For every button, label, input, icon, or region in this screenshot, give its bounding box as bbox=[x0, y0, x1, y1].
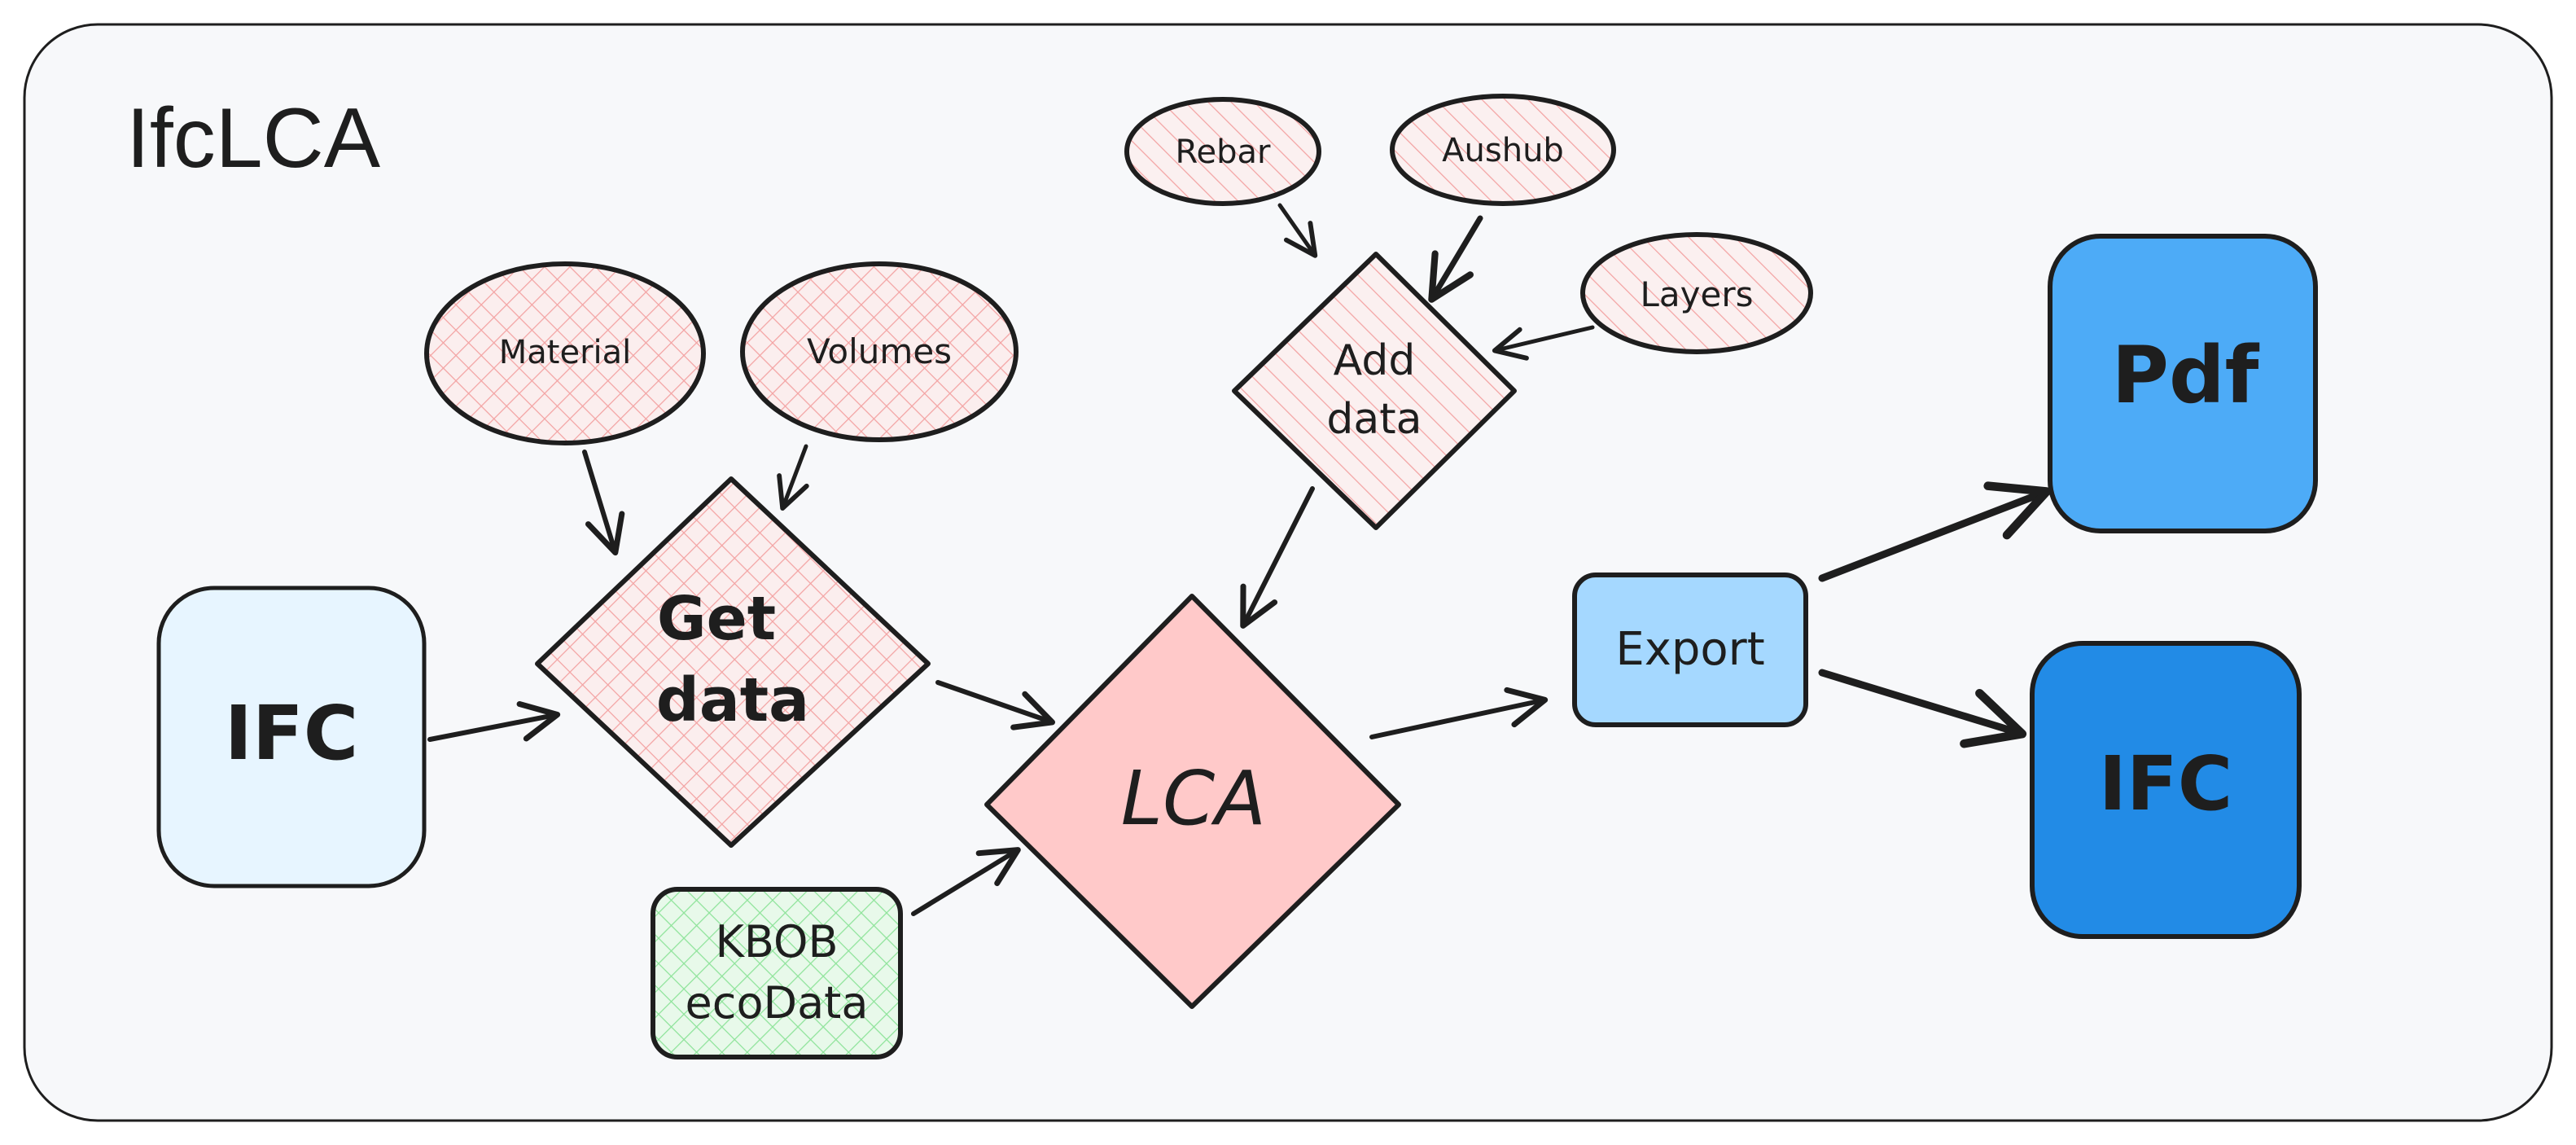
edge-kbob-to-lca bbox=[911, 847, 1021, 916]
node-ifc-output-label: IFC bbox=[2099, 740, 2233, 827]
edge-ifc-to-get-data bbox=[427, 701, 561, 742]
node-kbob: KBOB ecoData bbox=[651, 887, 903, 1059]
edges bbox=[427, 203, 2052, 916]
node-get-data: Get data bbox=[535, 476, 931, 848]
edge-aushub-to-add-data bbox=[1428, 215, 1483, 303]
edge-lca-to-export bbox=[1369, 687, 1549, 739]
node-rebar: Rebar bbox=[1124, 97, 1321, 206]
node-add-data: Add data bbox=[1232, 252, 1517, 530]
node-pdf-output-box bbox=[2048, 234, 2318, 533]
node-get-data-shape bbox=[535, 476, 931, 848]
node-add-data-shape bbox=[1232, 252, 1517, 530]
diagram-title: IfcLCA bbox=[126, 91, 381, 186]
edge-export-to-ifc bbox=[1818, 669, 2027, 748]
node-kbob-label-line1: KBOB bbox=[715, 916, 838, 967]
edge-rebar-to-add-data bbox=[1277, 203, 1318, 258]
node-rebar-label: Rebar bbox=[1176, 134, 1272, 171]
node-aushub-label: Aushub bbox=[1442, 132, 1564, 169]
edge-material-to-get-data bbox=[582, 450, 625, 556]
node-volumes-shape bbox=[740, 261, 1019, 442]
node-add-data-label-line1: Add bbox=[1334, 336, 1416, 385]
node-lca: LCA bbox=[984, 594, 1401, 1009]
node-layers-shape bbox=[1580, 232, 1813, 354]
edge-export-to-pdf bbox=[1818, 481, 2052, 582]
node-get-data-label-line2: data bbox=[656, 665, 809, 735]
node-kbob-label-line2: ecoData bbox=[686, 977, 869, 1029]
node-volumes-label: Volumes bbox=[807, 331, 952, 371]
node-ifc-input: IFC bbox=[156, 586, 427, 888]
node-layers: Layers bbox=[1580, 232, 1813, 354]
node-lca-shape bbox=[984, 594, 1401, 1009]
node-add-data-label-line2: data bbox=[1326, 395, 1422, 444]
node-volumes: Volumes bbox=[740, 261, 1019, 442]
edge-volumes-to-get-data bbox=[777, 444, 809, 511]
edge-layers-to-add-data bbox=[1492, 325, 1595, 361]
node-kbob-box bbox=[651, 887, 903, 1059]
node-material-shape bbox=[424, 261, 706, 445]
node-ifc-input-box bbox=[156, 586, 427, 888]
node-material-label: Material bbox=[499, 334, 632, 371]
node-aushub: Aushub bbox=[1390, 94, 1616, 206]
node-lca-label: LCA bbox=[1121, 755, 1266, 842]
node-layers-label: Layers bbox=[1641, 274, 1754, 314]
node-material: Material bbox=[424, 261, 706, 445]
node-pdf-output: Pdf bbox=[2048, 234, 2318, 533]
node-ifc-output-box bbox=[2030, 641, 2302, 939]
node-ifc-input-label: IFC bbox=[225, 690, 359, 777]
edge-add-data-to-lca bbox=[1240, 486, 1315, 629]
node-pdf-output-label: Pdf bbox=[2112, 330, 2260, 421]
node-export-label: Export bbox=[1615, 623, 1764, 676]
node-export: Export bbox=[1572, 572, 1808, 727]
node-get-data-label-line1: Get bbox=[657, 584, 776, 654]
edge-get-data-to-lca bbox=[935, 680, 1056, 730]
node-aushub-shape bbox=[1390, 94, 1616, 206]
node-export-box bbox=[1572, 572, 1808, 727]
node-rebar-shape bbox=[1124, 97, 1321, 206]
node-ifc-output: IFC bbox=[2030, 641, 2302, 939]
